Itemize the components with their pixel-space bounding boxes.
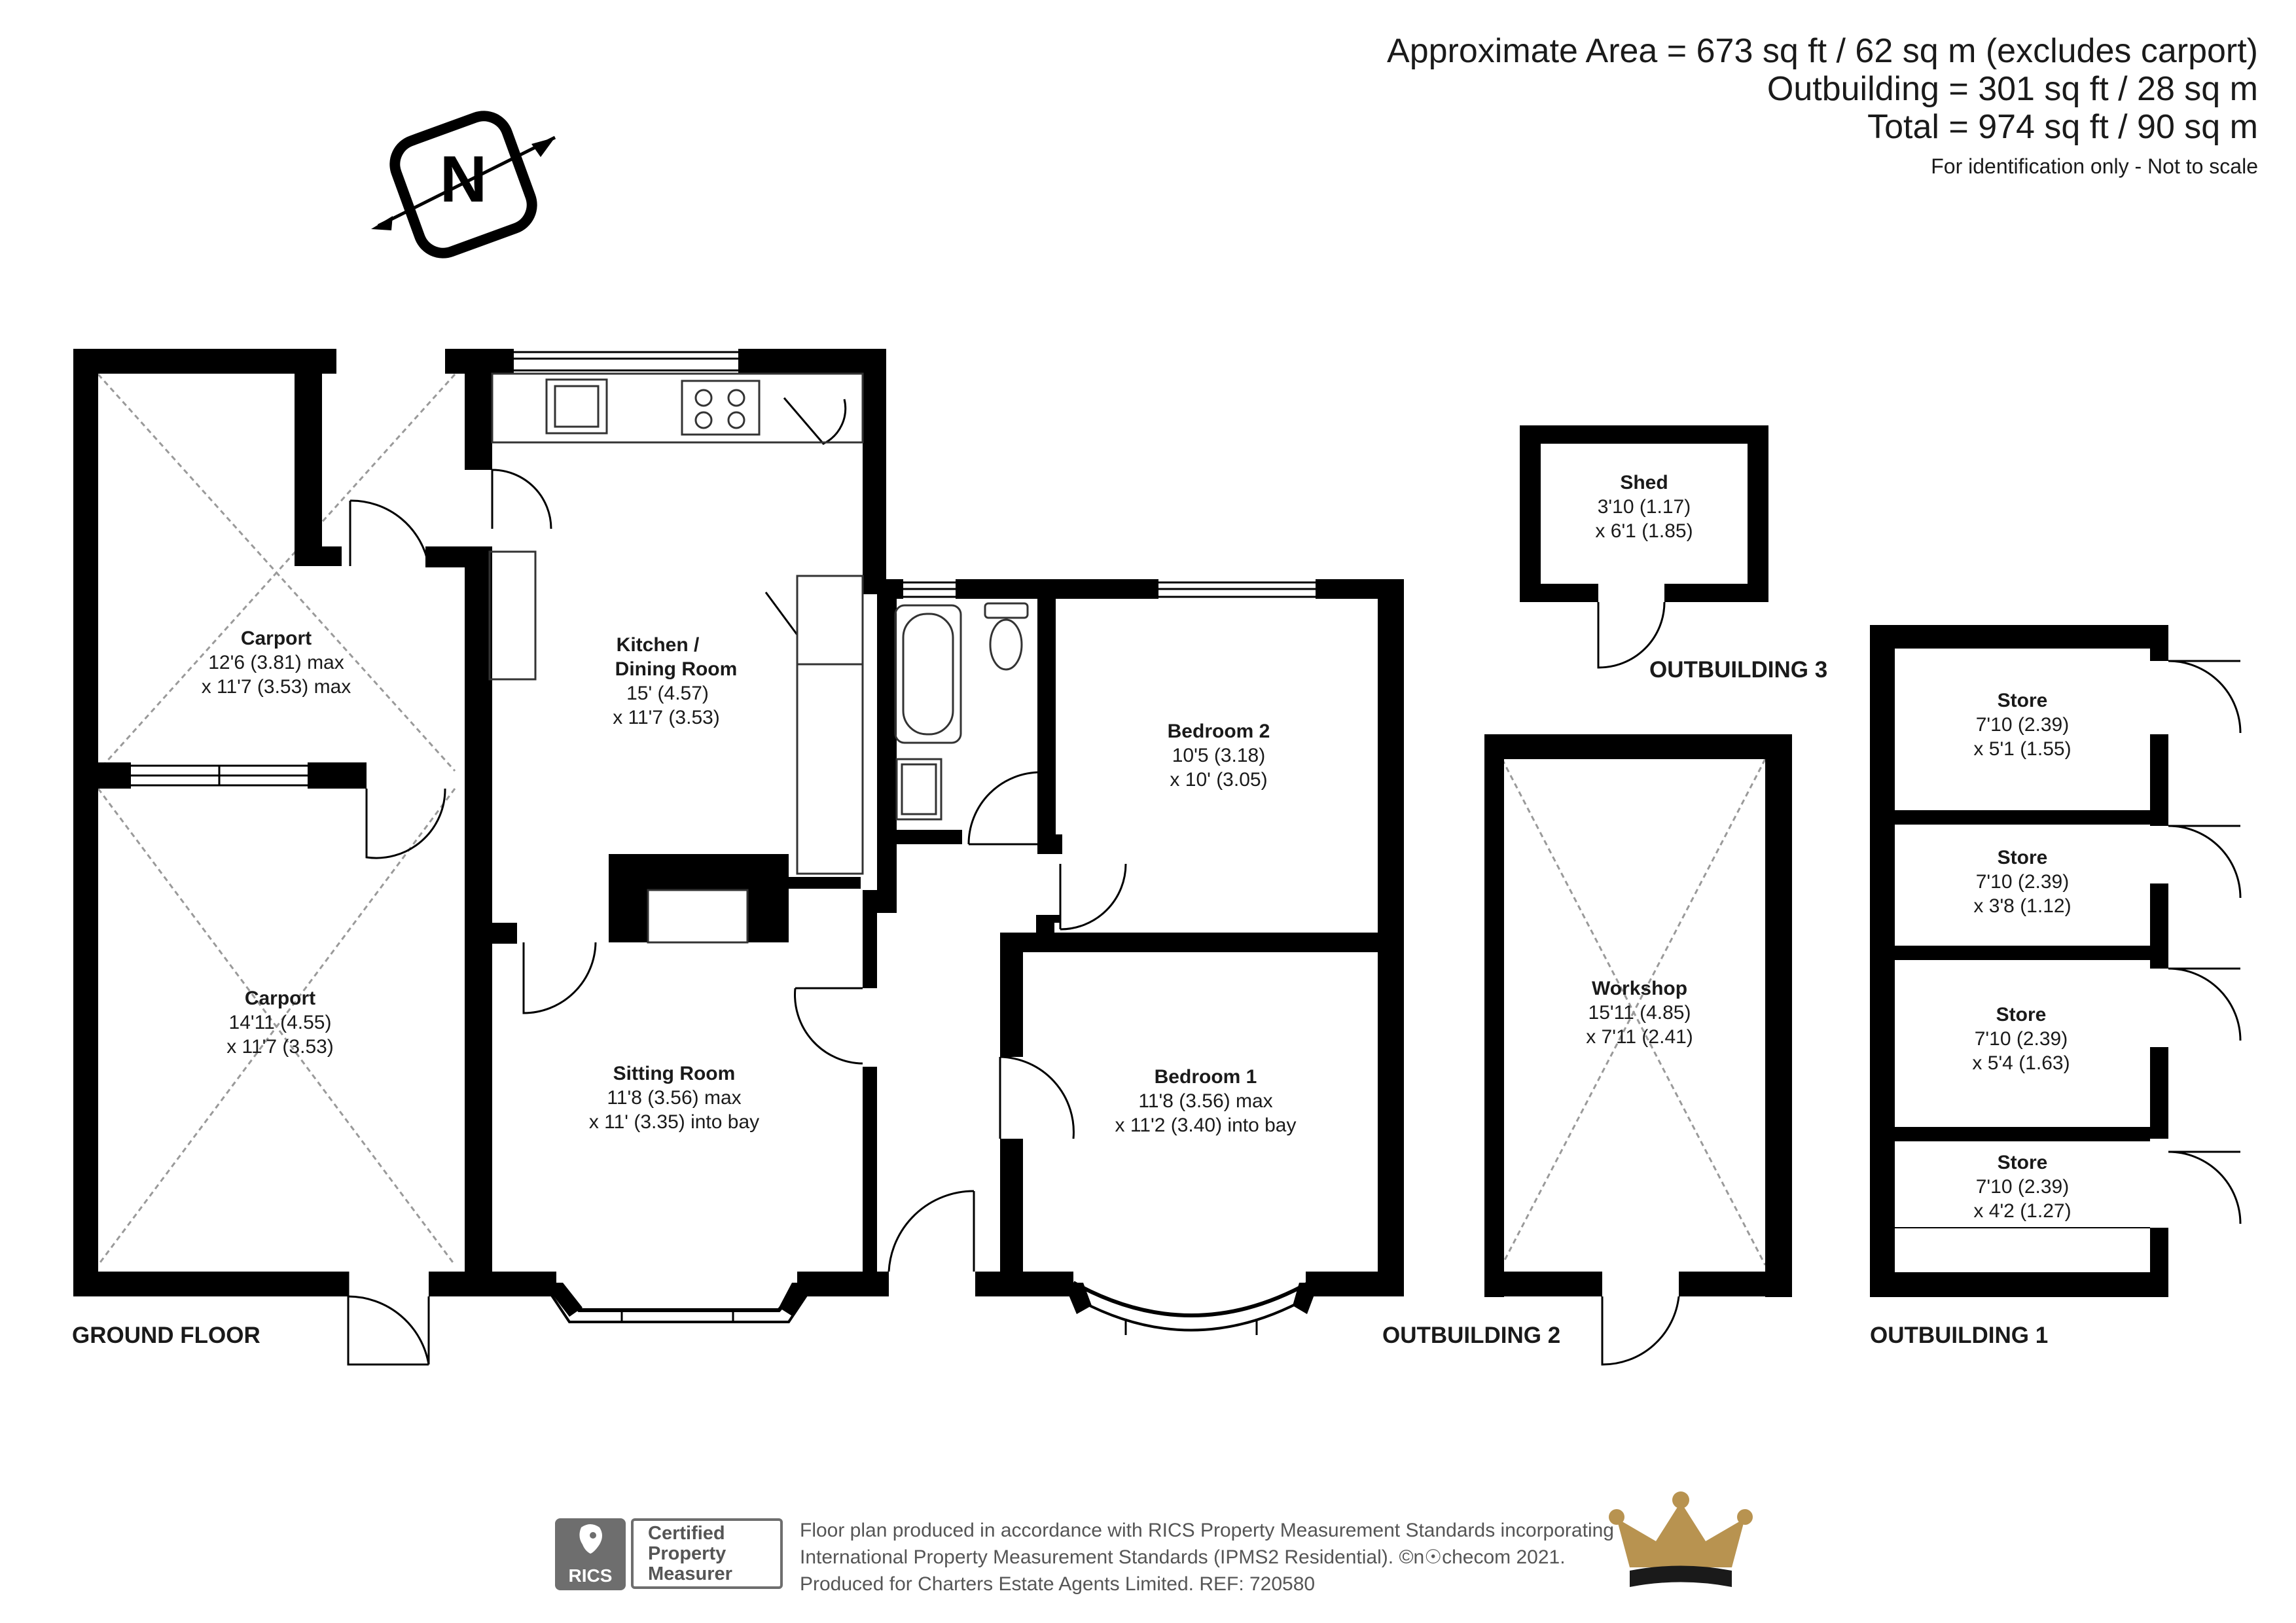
area-summary: Approximate Area = 673 sq ft / 62 sq m (… [1387,34,2258,177]
label-ground-floor: GROUND FLOOR [72,1323,260,1348]
rics-logo: RICS [555,1518,626,1590]
windows [131,351,1316,787]
compass-letter: N [440,143,487,216]
footer-line3: Produced for Charters Estate Agents Limi… [800,1573,1316,1595]
room-dim-kitchen-1: 15' (4.57) [626,683,709,704]
room-dim-workshop-1: 15'11 (4.85) [1588,1002,1691,1024]
kitchen-fittings [488,372,864,944]
approx-area: Approximate Area = 673 sq ft / 62 sq m (… [1387,32,2258,70]
room-dim-kitchen-2: x 11'7 (3.53) [613,707,720,728]
room-name-kitchen-1: Kitchen / [617,634,700,656]
room-dim-shed-2: x 6'1 (1.85) [1595,520,1693,542]
carport-diagonals [97,373,1767,1266]
shed-walls [1520,425,1768,602]
room-dim-bedroom1-1: 11'8 (3.56) max [1138,1090,1272,1112]
bathroom-fittings [894,602,1029,821]
outbuilding-area: Outbuilding = 301 sq ft / 28 sq m [1767,70,2258,108]
room-dim-store4-1: 7'10 (2.39) [1976,1176,2070,1198]
room-dim-store3-1: 7'10 (2.39) [1975,1028,2068,1050]
room-dim-carport-lower-1: 14'11 (4.55) [229,1012,332,1033]
room-dim-shed-1: 3'10 (1.17) [1598,496,1691,518]
room-dim-store3-2: x 5'4 (1.63) [1972,1052,2070,1074]
label-outbuilding3: OUTBUILDING 3 [1649,657,1827,683]
store-doors [1895,660,2242,1228]
footer-text: Floor plan produced in accordance with R… [800,1517,1614,1597]
room-dim-carport-upper-1: 12'6 (3.81) max [208,652,344,673]
room-name-bedroom2: Bedroom 2 [1168,721,1270,742]
footer-line2: International Property Measurement Stand… [800,1546,1566,1568]
room-name-carport-upper: Carport [241,628,312,649]
room-dim-store4-2: x 4'2 (1.27) [1973,1200,2071,1222]
room-name-bedroom1: Bedroom 1 [1155,1066,1257,1088]
cert-line2: Property [648,1543,726,1564]
bay-corners [543,1283,1319,1317]
compass-icon: N [371,111,556,259]
doors [347,397,1127,1366]
room-dim-store2-1: 7'10 (2.39) [1976,871,2070,893]
label-outbuilding2: OUTBUILDING 2 [1382,1323,1560,1348]
shed-door [1597,601,1666,669]
footer-line1: Floor plan produced in accordance with R… [800,1520,1614,1541]
certified-measurer-badge: Certified Property Measurer [631,1518,783,1589]
room-dim-carport-lower-2: x 11'7 (3.53) [226,1036,334,1058]
room-dim-workshop-2: x 7'11 (2.41) [1586,1026,1693,1048]
room-name-store3: Store [1996,1004,2047,1026]
room-dim-store1-2: x 5'1 (1.55) [1973,738,2071,760]
room-dim-bedroom2-2: x 10' (3.05) [1170,769,1267,791]
scale-note: For identification only - Not to scale [1931,154,2258,178]
room-dim-sitting-2: x 11' (3.35) into bay [589,1111,759,1133]
room-dim-carport-upper-2: x 11'7 (3.53) max [202,676,351,698]
room-name-store4: Store [1998,1152,2048,1173]
room-dim-bedroom1-2: x 11'2 (3.40) into bay [1115,1115,1296,1136]
room-name-kitchen-2: Dining Room [615,658,738,680]
ground-floor-walls [73,349,1404,1296]
cert-line1: Certified [648,1523,725,1544]
room-dim-sitting-1: 11'8 (3.56) max [607,1087,741,1109]
room-name-sitting: Sitting Room [613,1063,736,1084]
label-outbuilding1: OUTBUILDING 1 [1870,1323,2048,1348]
workshop-walls [1484,734,1792,1297]
workshop-door [1601,1296,1680,1366]
room-dim-store2-2: x 3'8 (1.12) [1973,895,2071,917]
room-name-shed: Shed [1620,472,1668,493]
cert-line3: Measurer [648,1563,732,1584]
rics-label: RICS [568,1565,613,1586]
room-dim-bedroom2-1: 10'5 (3.18) [1172,745,1266,766]
stores-walls [1870,625,2168,1297]
rics-lion-icon [579,1524,602,1554]
room-name-store1: Store [1998,690,2048,711]
room-name-store2: Store [1998,847,2048,868]
total-area: Total = 974 sq ft / 90 sq m [1867,108,2258,146]
crown-logo [1609,1491,1753,1587]
room-name-workshop: Workshop [1592,978,1687,999]
bay-windows [548,1281,1318,1335]
room-dim-store1-1: 7'10 (2.39) [1976,714,2070,736]
room-name-carport-lower: Carport [245,988,315,1009]
